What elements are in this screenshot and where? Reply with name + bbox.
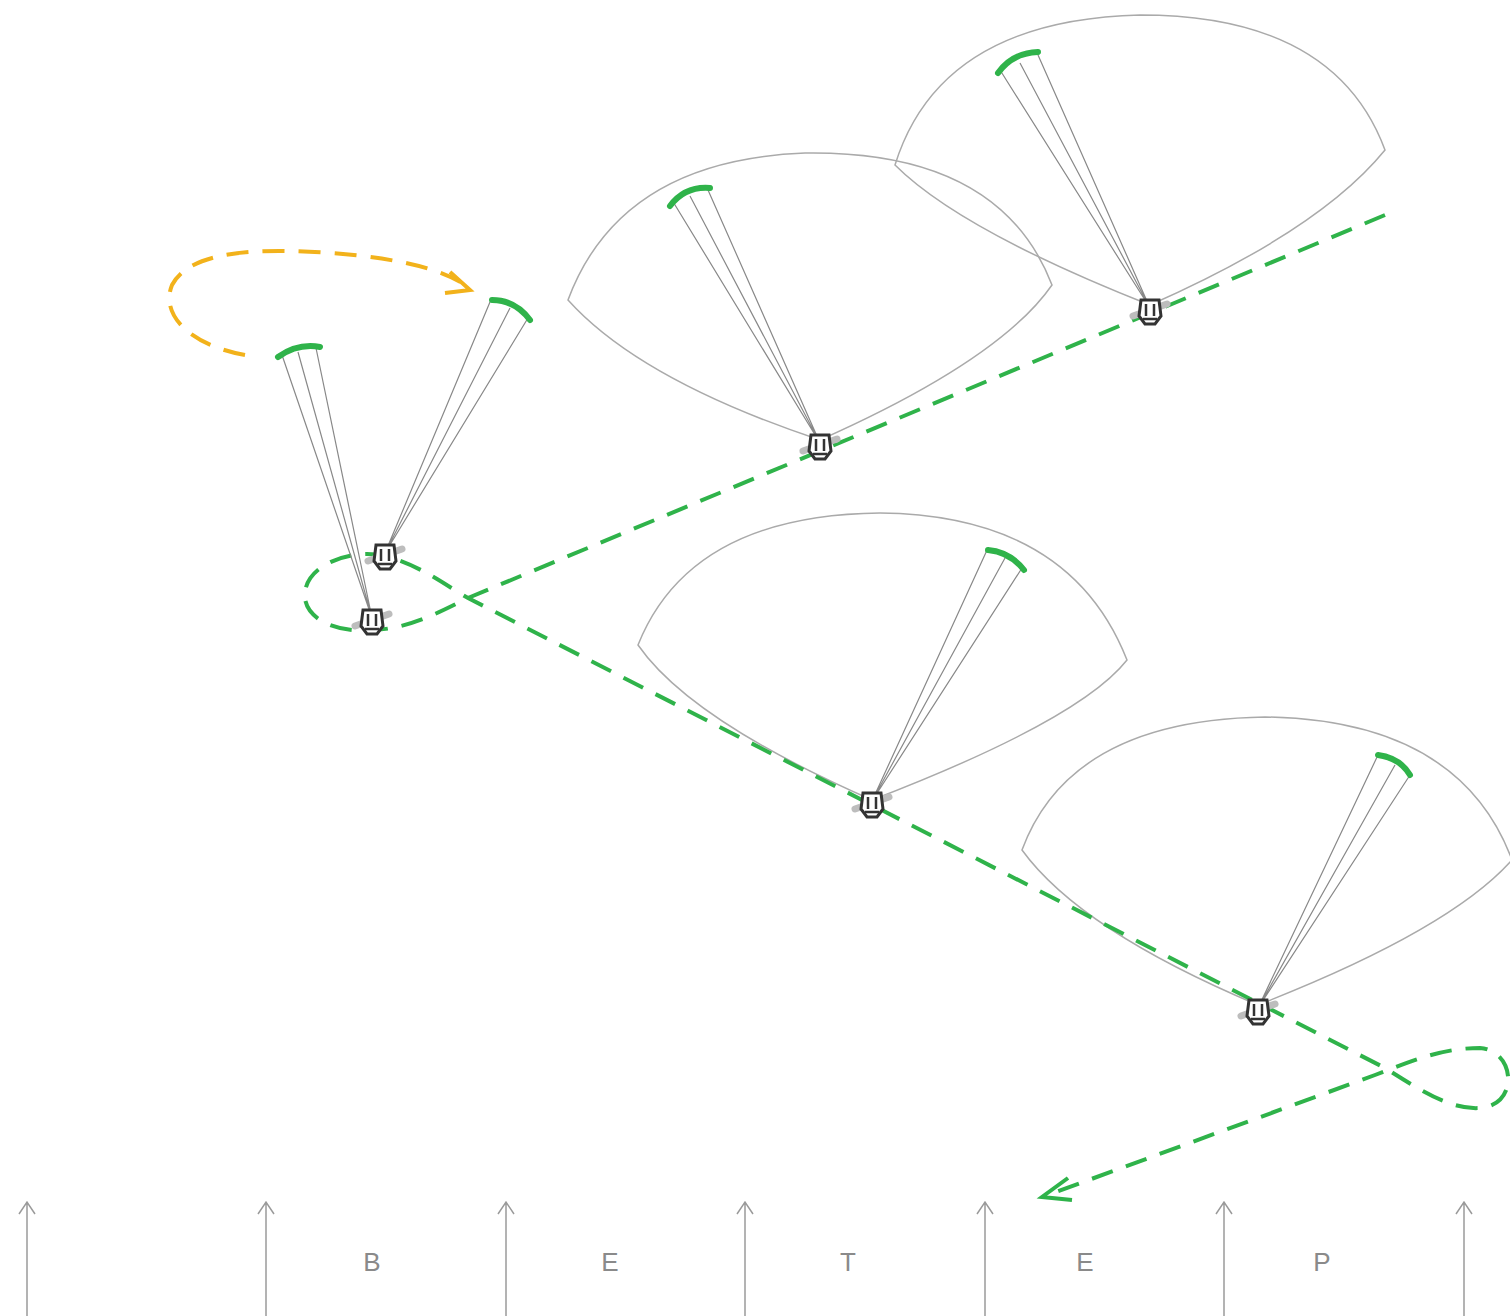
wind-letter: Е — [1076, 1247, 1093, 1278]
wind-letter: Т — [840, 1247, 856, 1278]
wind-letter: Р — [1313, 1247, 1330, 1278]
wind-arrows — [19, 1202, 1472, 1316]
turn-arrow — [169, 251, 470, 355]
wind-window — [568, 15, 1510, 1005]
kite-canopy — [278, 52, 1410, 775]
rider — [355, 300, 1275, 1024]
tack-path — [305, 215, 1508, 1200]
wind-letter: В — [363, 1247, 380, 1278]
kite-lines — [282, 55, 1410, 1008]
wind-letter: Е — [601, 1247, 618, 1278]
